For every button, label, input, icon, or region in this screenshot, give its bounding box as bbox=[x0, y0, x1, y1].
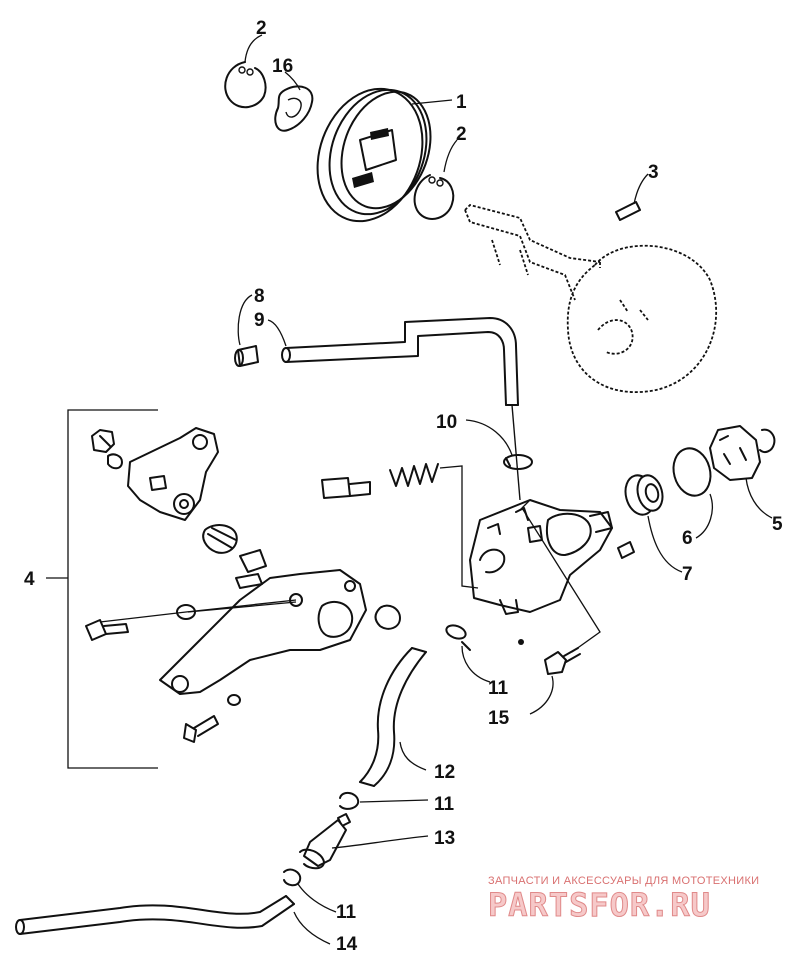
callout-6: 6 bbox=[682, 528, 693, 549]
pin-3 bbox=[615, 201, 641, 221]
callout-2-top: 2 bbox=[256, 18, 267, 39]
callout-12: 12 bbox=[434, 762, 455, 783]
oil-line-9 bbox=[281, 317, 521, 501]
callout-1: 1 bbox=[456, 92, 467, 113]
callout-15: 15 bbox=[488, 708, 510, 729]
leader-lines bbox=[237, 34, 773, 945]
callout-14: 14 bbox=[336, 934, 358, 955]
snap-ring-2-top bbox=[224, 61, 267, 109]
clip-10 bbox=[503, 454, 533, 470]
clip-11-middle bbox=[339, 792, 360, 810]
o-ring-6 bbox=[672, 447, 712, 497]
watermark-logo: PARTSFOR.RU bbox=[488, 886, 711, 924]
clip-11-upper bbox=[445, 624, 471, 651]
callout-11-middle: 11 bbox=[434, 794, 455, 815]
callout-11-upper: 11 bbox=[488, 678, 509, 699]
watermark-tagline: ЗАПЧАСТИ И АКСЕССУАРЫ ДЛЯ МОТОТЕХНИКИ bbox=[488, 875, 759, 887]
callout-3: 3 bbox=[648, 162, 659, 183]
hose-12 bbox=[359, 647, 427, 787]
crankshaft-outline bbox=[464, 203, 718, 393]
screw-15 bbox=[544, 647, 581, 675]
watermark: ЗАПЧАСТИ И АКСЕССУАРЫ ДЛЯ МОТОТЕХНИКИ PA… bbox=[488, 875, 760, 925]
bolt-and-spring bbox=[321, 463, 479, 589]
callout-2-right: 2 bbox=[456, 124, 467, 145]
callout-13: 13 bbox=[434, 828, 455, 849]
callout-5: 5 bbox=[772, 514, 783, 535]
group-bracket-4 bbox=[46, 409, 158, 769]
filter-13 bbox=[299, 813, 351, 870]
wave-washer-16 bbox=[274, 85, 314, 132]
clip-11-lower bbox=[283, 868, 302, 887]
pulley-1 bbox=[316, 87, 432, 223]
bracket-assembly-4 bbox=[85, 427, 401, 743]
bearing-7 bbox=[624, 474, 664, 516]
hose-14 bbox=[15, 895, 295, 935]
oil-pump-body bbox=[469, 499, 635, 645]
sleeve-8 bbox=[234, 345, 259, 367]
snap-ring-2-right bbox=[413, 174, 455, 220]
callout-10: 10 bbox=[436, 412, 457, 433]
callout-8: 8 bbox=[254, 286, 265, 307]
callout-4: 4 bbox=[24, 569, 35, 590]
callout-labels: 2 16 1 2 3 8 9 10 4 5 6 7 11 15 12 11 13… bbox=[24, 18, 783, 955]
gear-5 bbox=[709, 425, 776, 481]
callout-11-lower: 11 bbox=[336, 902, 357, 923]
callout-7: 7 bbox=[682, 564, 693, 585]
callout-16: 16 bbox=[272, 56, 293, 77]
callout-9: 9 bbox=[254, 310, 265, 331]
